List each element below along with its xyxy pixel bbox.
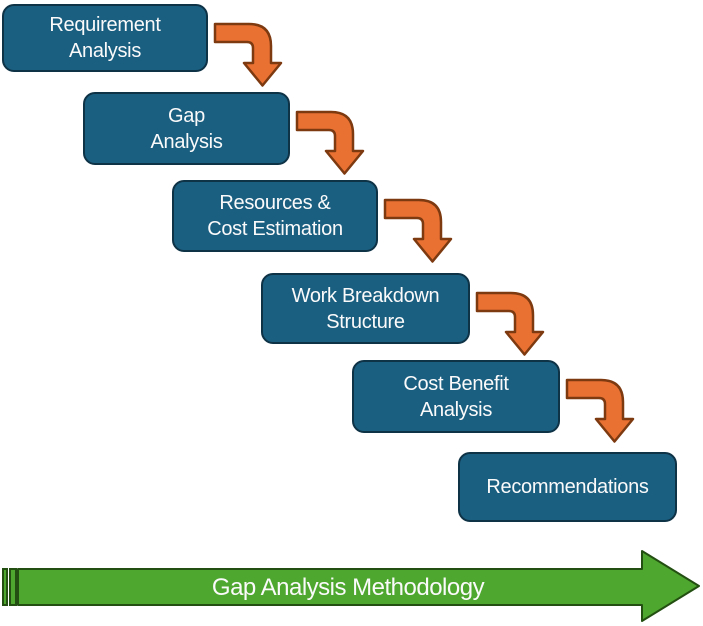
banner-stripe — [9, 568, 17, 606]
methodology-banner-arrow: Gap Analysis Methodology — [2, 550, 700, 622]
step-label: Structure — [326, 310, 405, 333]
step-label: Analysis — [419, 398, 493, 421]
step-box-cost-benefit-analysis: Cost Benefit Analysis — [352, 360, 560, 433]
step-label: Analysis — [150, 130, 223, 153]
step-box-gap-analysis: Gap Analysis — [83, 92, 290, 165]
step-label: Analysis — [68, 40, 142, 62]
step-label: Recommendations — [486, 476, 649, 498]
step-label: Work Breakdown — [291, 284, 440, 307]
step-label: Gap — [168, 104, 205, 127]
step-label: Resources & — [219, 192, 331, 214]
bent-arrow-icon — [565, 378, 635, 443]
banner-arrow-body — [17, 550, 700, 622]
step-box-recommendations: Recommendations — [458, 452, 677, 522]
bent-arrow-icon — [383, 198, 453, 263]
step-box-work-breakdown-structure: Work Breakdown Structure — [261, 273, 470, 344]
step-box-resources-cost-estimation: Resources & Cost Estimation — [172, 180, 378, 252]
bent-arrow-icon — [475, 291, 545, 356]
step-box-requirement-analysis: Requirement Analysis — [2, 4, 208, 72]
banner-title: Gap Analysis Methodology — [212, 574, 485, 601]
step-label: Cost Estimation — [207, 218, 343, 240]
bent-arrow-icon — [295, 110, 365, 175]
step-label: Requirement — [49, 14, 161, 36]
step-label: Cost Benefit — [403, 372, 509, 395]
banner-stripe — [2, 568, 8, 606]
bent-arrow-icon — [213, 22, 283, 87]
